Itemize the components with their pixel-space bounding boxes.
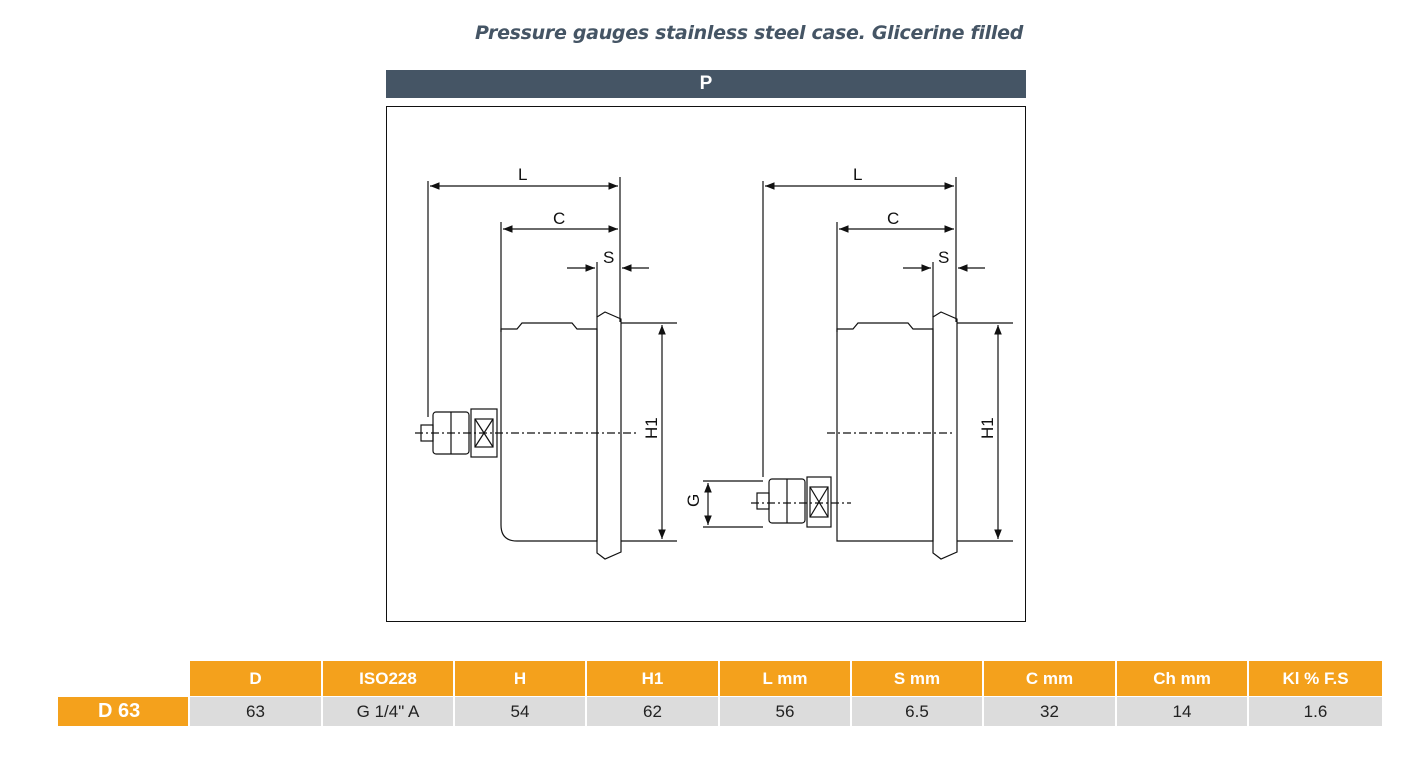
header-cell: Kl % F.S (1249, 661, 1382, 696)
value-cell: 54 (455, 697, 587, 726)
value-cell: 6.5 (852, 697, 984, 726)
value-cell: 62 (587, 697, 720, 726)
value-cell: 32 (984, 697, 1117, 726)
header-cell: S mm (852, 661, 984, 696)
header-cell: H (455, 661, 587, 696)
right-gauge-view (703, 177, 1013, 560)
section-bar: P (386, 70, 1026, 98)
dim-label-h1-left: H1 (642, 417, 661, 439)
value-cell: G 1/4" A (323, 697, 455, 726)
header-cell: ISO228 (323, 661, 455, 696)
value-cell: 63 (190, 697, 323, 726)
page-title: Pressure gauges stainless steel case. Gl… (474, 22, 1023, 44)
header-cell: Ch mm (1117, 661, 1249, 696)
dim-label-s-right: S (938, 248, 949, 267)
dim-label-l-right: L (853, 165, 862, 184)
gauge-dimension-drawing: L C S H1 L C S H1 G (415, 165, 1013, 560)
value-cell: 14 (1117, 697, 1249, 726)
dim-label-c-right: C (887, 209, 899, 228)
header-cell: D (190, 661, 323, 696)
header-cell: H1 (587, 661, 720, 696)
dim-label-h1-right: H1 (978, 417, 997, 439)
header-cell: C mm (984, 661, 1117, 696)
technical-drawing: L C S H1 L C S H1 G (386, 106, 1026, 622)
dim-label-c-left: C (553, 209, 565, 228)
value-cell: 56 (720, 697, 852, 726)
header-cell: L mm (720, 661, 852, 696)
value-cell: 1.6 (1249, 697, 1382, 726)
row-label: D 63 (58, 697, 188, 726)
left-gauge-view (415, 177, 677, 560)
dim-label-s-left: S (603, 248, 614, 267)
dim-label-l-left: L (518, 165, 527, 184)
dim-label-g: G (684, 494, 703, 507)
